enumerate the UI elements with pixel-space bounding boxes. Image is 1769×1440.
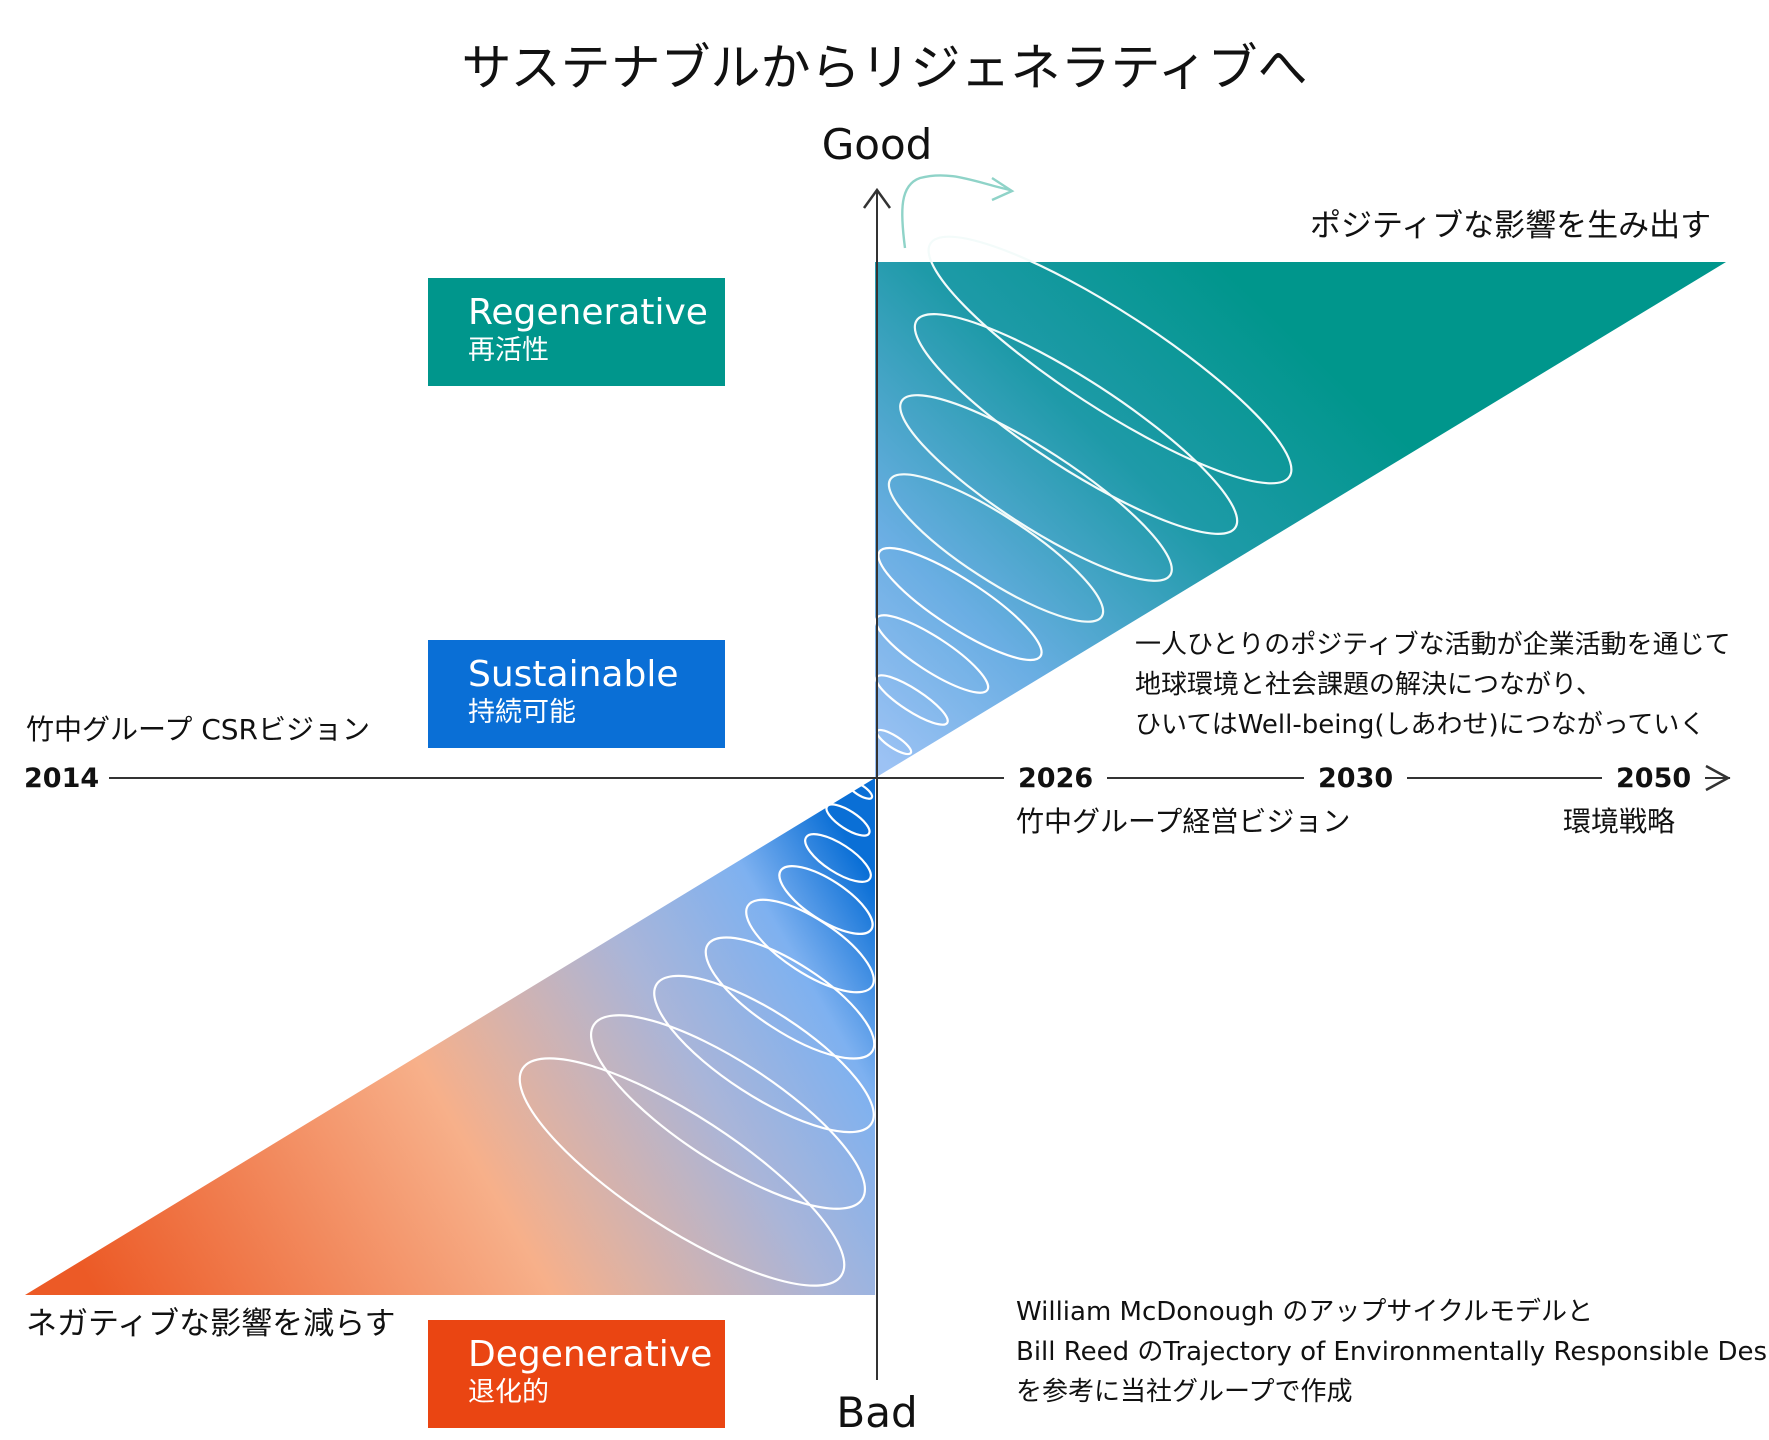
- source-note: William McDonough のアップサイクルモデルと Bill Reed…: [1016, 1292, 1769, 1412]
- spiral-loop: [653, 974, 875, 1134]
- negative-impact-triangle: [25, 778, 875, 1295]
- label-management-vision: 竹中グループ経営ビジョン: [1016, 805, 1351, 838]
- spiral-loop: [877, 546, 1043, 662]
- annotation-description: 一人ひとりのポジティブな活動が企業活動を通じて 地球環境と社会課題の解決につなが…: [1135, 625, 1731, 745]
- timeline-arrow-icon: [1705, 764, 1731, 792]
- impact-axis-arrow-icon: [862, 187, 892, 209]
- source-line: を参考に当社グループで作成: [1016, 1377, 1353, 1407]
- year-2026: 2026: [1004, 763, 1108, 796]
- spiral-loop: [745, 898, 875, 994]
- year-2030: 2030: [1304, 763, 1408, 796]
- source-line: Bill Reed のTrajectory of Environmentally…: [1016, 1337, 1769, 1367]
- stage-degenerative-ja: 退化的: [468, 1377, 549, 1409]
- spiral-loop: [887, 473, 1105, 623]
- axis-label-good: Good: [821, 120, 933, 169]
- stage-regenerative: Regenerative 再活性: [428, 278, 725, 386]
- spiral-loop: [704, 936, 876, 1060]
- stage-sustainable-ja: 持続可能: [468, 697, 576, 729]
- stage-regenerative-en: Regenerative: [468, 292, 708, 333]
- stage-regenerative-ja: 再活性: [468, 335, 549, 367]
- spiral-lines: [518, 174, 1293, 1287]
- spiral-loop: [518, 1057, 846, 1287]
- stage-degenerative-en: Degenerative: [468, 1334, 713, 1375]
- positive-impact-triangle: [875, 262, 1726, 778]
- annotation-positive: ポジティブな影響を生み出す: [1310, 208, 1712, 244]
- spiral-loop: [589, 1014, 867, 1210]
- axis-label-bad: Bad: [836, 1388, 918, 1437]
- diagram-title: サステナブルからリジェネラティブへ: [461, 39, 1308, 97]
- stage-sustainable-en: Sustainable: [468, 654, 679, 695]
- label-environment-strategy: 環境戦略: [1563, 805, 1676, 838]
- annotation-negative: ネガティブな影響を減らす: [26, 1306, 396, 1342]
- spiral-tail: [901, 174, 1011, 249]
- source-line: William McDonough のアップサイクルモデルと: [1016, 1297, 1594, 1327]
- spiral-arrow-icon: [991, 176, 1015, 202]
- description-line: 地球環境と社会課題の解決につながり、: [1135, 670, 1602, 700]
- stage-degenerative: Degenerative 退化的: [428, 1320, 725, 1428]
- year-2014: 2014: [24, 763, 110, 796]
- label-csr-vision: 竹中グループ CSRビジョン: [26, 713, 371, 746]
- spiral-loop: [913, 313, 1239, 535]
- description-line: ひいてはWell-being(しあわせ)につながっていく: [1135, 710, 1706, 740]
- description-line: 一人ひとりのポジティブな活動が企業活動を通じて: [1135, 630, 1731, 660]
- spiral-loop: [825, 803, 871, 837]
- spiral-loop: [804, 833, 872, 883]
- spiral-loop: [899, 394, 1173, 582]
- spiral-loop: [927, 235, 1293, 485]
- year-2050: 2050: [1602, 763, 1706, 796]
- spiral-loop: [846, 780, 874, 800]
- stage-sustainable: Sustainable 持続可能: [428, 640, 725, 748]
